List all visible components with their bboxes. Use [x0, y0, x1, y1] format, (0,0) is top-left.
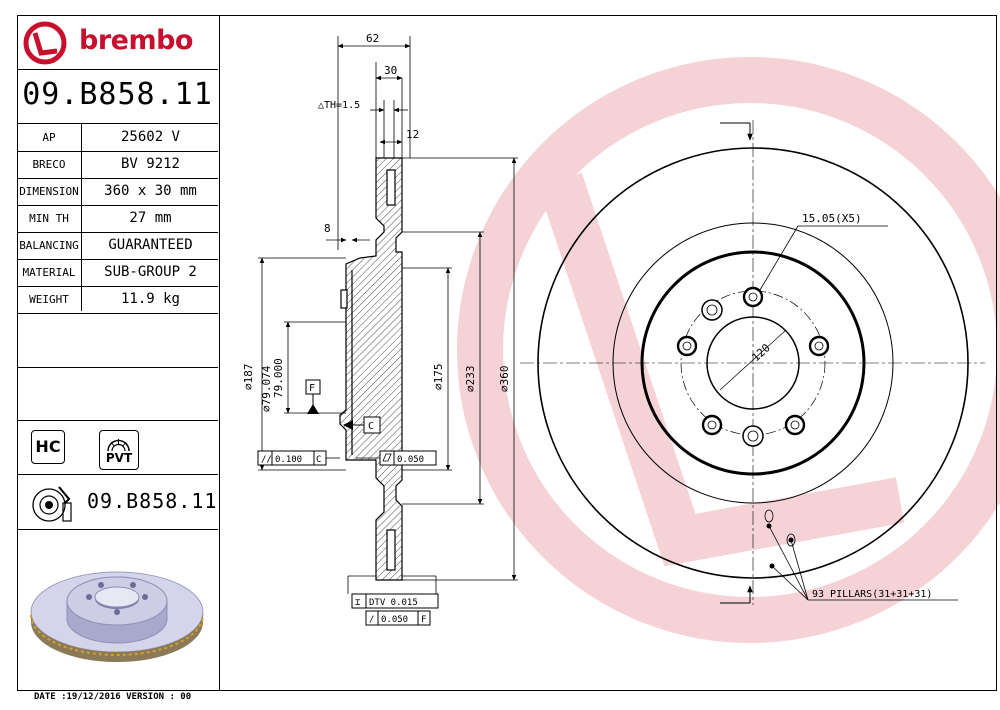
spec-key: MIN TH [29, 212, 69, 225]
dim-360: ⌀360 [498, 366, 511, 393]
bolt-hole [808, 335, 830, 357]
flatness-tolerance: 0.050 [356, 450, 437, 466]
runout-ref: F [421, 615, 426, 625]
pillars [764, 509, 796, 569]
datum-f-label: F [309, 383, 315, 394]
dim-79000: 79.000 [272, 358, 285, 398]
divider [17, 205, 218, 206]
locating-hole [701, 299, 723, 321]
divider [17, 529, 218, 530]
divider [17, 259, 218, 260]
spec-value: 27 mm [129, 210, 172, 226]
dim-233: ⌀233 [464, 366, 477, 393]
spec-key: WEIGHT [29, 293, 69, 306]
divider [17, 151, 218, 152]
bolt-holes [676, 286, 830, 447]
dim-12: 12 [406, 128, 419, 141]
pvt-badge: PVT [99, 430, 139, 470]
spec-value: 11.9 kg [120, 291, 180, 307]
footer-date: DATE :19/12/2016 VERSION : 00 [34, 692, 192, 702]
title-block: brembo 09.B858.11 AP 25602 V BRECO BV 92… [17, 15, 220, 691]
dtv-value: DTV 0.015 [369, 598, 418, 608]
dim-62: 62 [366, 32, 379, 45]
divider [17, 178, 218, 179]
flatness-value: 0.050 [397, 455, 424, 465]
runout-value: 0.050 [381, 615, 408, 625]
spec-row: DIMENSION 360 x 30 mm [17, 178, 218, 205]
drawing-frame [17, 15, 997, 691]
spec-key: MATERIAL [22, 266, 76, 279]
dtv-tolerance: ⌶ DTV 0.015 [347, 575, 439, 609]
technical-drawing: 62 30 △TH=1.5 12 8 ⌀187 ⌀79.074 79.000 ⌀… [242, 32, 985, 626]
divider [17, 313, 218, 314]
svg-text://: // [261, 455, 272, 465]
spec-row: BRECO BV 9212 [17, 151, 218, 178]
dim-187: ⌀187 [242, 364, 255, 391]
part-number: 09.B858.11 [22, 77, 213, 112]
dim-79074: ⌀79.074 [260, 365, 273, 412]
parallel-ref: C [316, 455, 321, 465]
divider [17, 367, 218, 368]
parallel-value: 0.100 [275, 455, 302, 465]
divider [17, 474, 218, 475]
datum-c: C [343, 416, 381, 434]
runout-tolerance: / 0.050 F [365, 610, 431, 626]
spec-value: SUB-GROUP 2 [104, 264, 197, 280]
svg-text:⌶: ⌶ [355, 598, 361, 608]
holes-callout [759, 225, 888, 291]
disc-render-image [30, 571, 204, 662]
holes-label: 15.05(X5) [802, 212, 862, 225]
dim-thickness-variation: △TH=1.5 [318, 100, 360, 111]
diameter-dimensions [258, 157, 518, 581]
pvt-icon [107, 439, 130, 452]
dim-30: 30 [384, 64, 397, 77]
divider [17, 232, 218, 233]
spec-row: WEIGHT 11.9 kg [17, 286, 218, 313]
spec-key: DIMENSION [19, 185, 79, 198]
svg-text:/: / [369, 615, 374, 625]
pvt-label: PVT [105, 451, 133, 465]
spec-separator [81, 123, 82, 311]
spec-value: 360 x 30 mm [104, 183, 197, 199]
divider [17, 69, 218, 70]
parallelism-tolerance: // 0.100 C [257, 450, 340, 466]
divider [17, 420, 218, 421]
datum-c-label: C [368, 421, 374, 432]
bolt-hole [784, 414, 806, 436]
bolt-hole [742, 286, 764, 308]
spec-row: MIN TH 27 mm [17, 205, 218, 232]
top-dimensions [326, 36, 411, 250]
pcd-leader [719, 329, 787, 391]
divider [17, 286, 218, 287]
disc-profile-icon [32, 486, 72, 522]
bolt-hole [676, 335, 698, 357]
bolt-hole [701, 414, 723, 436]
spec-row: AP 25602 V [17, 124, 218, 151]
brembo-logo-icon [23, 21, 67, 65]
divider [17, 123, 218, 124]
spec-key: BALANCING [19, 239, 79, 252]
dim-175: ⌀175 [432, 364, 445, 391]
spec-value: GUARANTEED [108, 237, 193, 253]
cross-section [339, 157, 403, 581]
spec-row: MATERIAL SUB-GROUP 2 [17, 259, 218, 286]
spec-value: 25602 V [120, 129, 180, 145]
spec-value: BV 9212 [120, 156, 180, 172]
part-number-small: 09.B858.11 [87, 489, 218, 513]
brembo-logo: brembo [21, 21, 216, 65]
section-arrows [720, 122, 753, 604]
pillars-label: 93 PILLARS(31+31+31) [812, 589, 932, 600]
datum-f: F [305, 379, 321, 414]
brand-name: brembo [79, 25, 193, 56]
pillars-callout [768, 525, 958, 601]
hc-badge: HC [31, 430, 65, 464]
spec-key: AP [42, 131, 56, 144]
spec-key: BRECO [32, 158, 66, 171]
spec-row: BALANCING GUARANTEED [17, 232, 218, 259]
dim-8: 8 [324, 222, 331, 235]
locating-hole [742, 425, 764, 447]
front-view [520, 120, 985, 605]
